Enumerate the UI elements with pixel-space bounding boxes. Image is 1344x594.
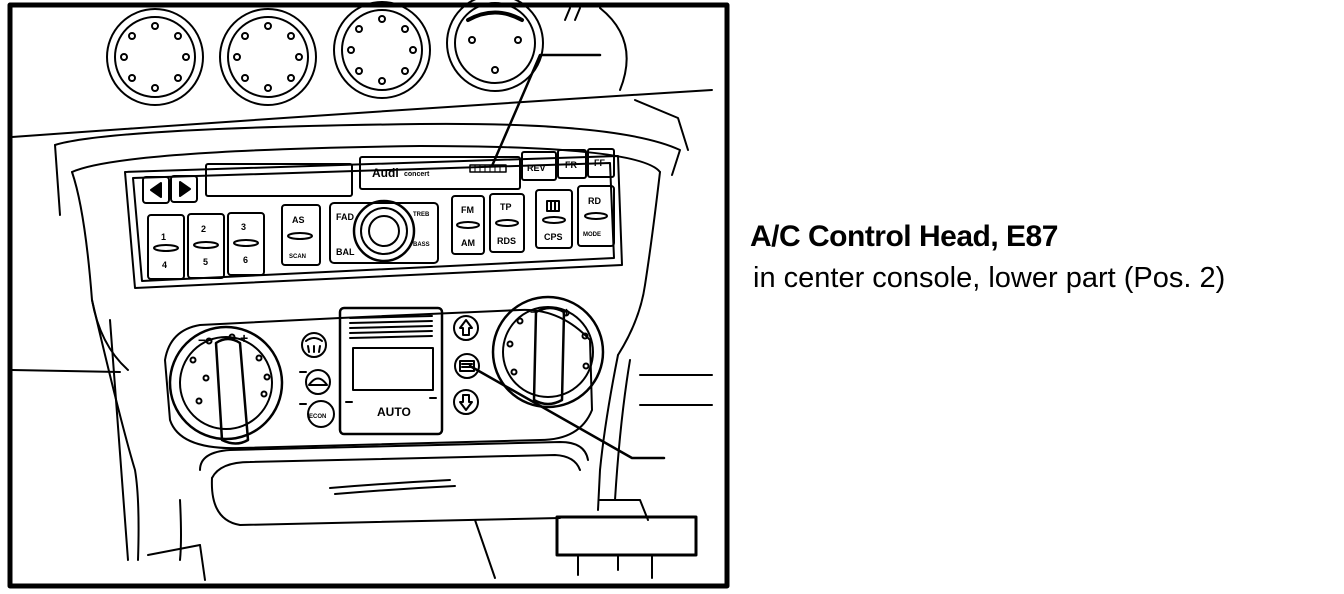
rev-button-label: REV bbox=[527, 163, 546, 173]
lower-console bbox=[199, 441, 649, 526]
fad-button-label: FAD bbox=[336, 212, 355, 222]
right-dial-plus: + bbox=[563, 305, 570, 319]
preset-4-label: 4 bbox=[162, 260, 167, 270]
cps-button-label: CPS bbox=[544, 232, 563, 242]
bal-button-label: BAL bbox=[336, 247, 355, 257]
preset-6-label: 6 bbox=[243, 255, 248, 265]
scan-button-label: SCAN bbox=[289, 254, 306, 260]
preset-2-label: 2 bbox=[201, 224, 206, 234]
fr-button-label: FR bbox=[565, 160, 577, 170]
preset-1-label: 1 bbox=[161, 232, 166, 242]
treb-button-label: TREB bbox=[413, 212, 430, 218]
radio-brand-label: Audi bbox=[372, 166, 399, 180]
rd-button-label: RD bbox=[588, 196, 601, 206]
preset-3-label: 3 bbox=[241, 222, 246, 232]
bass-button-label: BASS bbox=[413, 242, 430, 248]
auto-button-label: AUTO bbox=[377, 405, 411, 419]
rds-button-label: RDS bbox=[497, 236, 516, 246]
left-dial-plus: + bbox=[240, 330, 248, 346]
console-shell bbox=[11, 122, 713, 581]
caption-title: A/C Control Head, E87 bbox=[750, 220, 1058, 253]
radio-model-label: concert bbox=[404, 171, 430, 178]
left-dial-minus: − bbox=[198, 332, 206, 348]
leader-line-radio bbox=[490, 53, 602, 168]
position-label-box bbox=[555, 515, 698, 557]
fm-button-label: FM bbox=[461, 205, 474, 215]
climate-control-head: − + ECON AUTO − + bbox=[164, 295, 605, 450]
caption-subtitle: in center console, lower part (Pos. 2) bbox=[753, 262, 1226, 294]
radio-unit: Audi concert REV FR FF 1 4 2 5 3 6 AS SC… bbox=[124, 148, 623, 289]
right-dial-minus: − bbox=[530, 305, 537, 319]
illustration-frame bbox=[7, 2, 730, 589]
instrument-gauges bbox=[106, 0, 628, 106]
tp-button-label: TP bbox=[500, 202, 512, 212]
mode-button-label: MODE bbox=[583, 232, 601, 238]
econ-button-label: ECON bbox=[309, 414, 326, 420]
leader-line-ac bbox=[468, 364, 666, 460]
as-button-label: AS bbox=[292, 215, 305, 225]
ff-button-label: FF bbox=[594, 158, 605, 168]
preset-5-label: 5 bbox=[203, 257, 208, 267]
am-button-label: AM bbox=[461, 238, 475, 248]
